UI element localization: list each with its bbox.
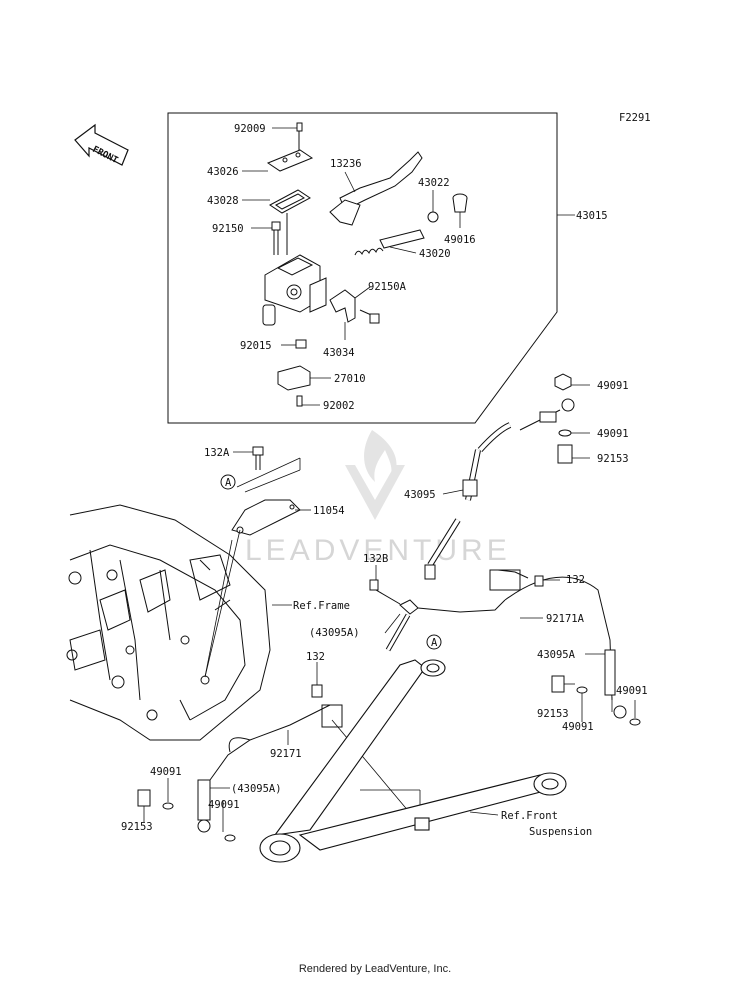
label-49016: 49016 — [444, 234, 476, 246]
label-13236: 13236 — [330, 158, 362, 170]
diagram-code: F2291 — [619, 112, 651, 124]
front-arrow-icon: FRONT — [74, 123, 129, 166]
a-arm — [259, 659, 567, 863]
label-92150: 92150 — [212, 223, 244, 235]
frame — [66, 504, 271, 741]
part-92009 — [296, 122, 303, 132]
label-43022: 43022 — [418, 177, 450, 189]
footer-credit: Rendered by LeadVenture, Inc. — [298, 963, 452, 975]
watermark-text: LEADVENTURE — [245, 534, 511, 567]
label-43034: 43034 — [323, 347, 355, 359]
label-92150A: 92150A — [368, 281, 407, 293]
leader-lines-top — [242, 127, 575, 406]
label-43020: 43020 — [419, 248, 451, 260]
part-132-left — [311, 684, 323, 698]
label-49091-f: 49091 — [208, 799, 240, 811]
label-92002: 92002 — [323, 400, 355, 412]
callouts — [220, 474, 442, 650]
part-43020 — [379, 229, 425, 249]
part-92153-left — [137, 789, 151, 807]
master-cylinder-parts — [262, 122, 468, 407]
part-92002 — [296, 395, 303, 407]
parts-bracket — [231, 446, 301, 536]
part-92153-right — [551, 675, 565, 693]
label-92153-c: 92153 — [121, 821, 153, 833]
label-43095: 43095 — [404, 489, 436, 501]
label-ref-front: Ref.Front — [501, 810, 558, 822]
watermark: LEADVENTURE — [245, 430, 511, 567]
master-cylinder-box — [167, 112, 558, 424]
label-132-b: 132 — [306, 651, 325, 663]
leader-lines-bracket — [204, 451, 311, 678]
label-43095A-b: 43095A — [537, 649, 576, 661]
part-27010 — [277, 365, 311, 391]
part-11054 — [231, 499, 301, 536]
part-labels: 92009 43026 43028 92150 92015 13236 4302… — [121, 123, 648, 838]
label-43026: 43026 — [207, 166, 239, 178]
label-43095A-a: (43095A) — [309, 627, 360, 639]
part-43026 — [266, 149, 314, 172]
label-92171A: 92171A — [546, 613, 585, 625]
callout-a-1-label: A — [225, 477, 232, 489]
part-132A — [252, 446, 264, 456]
callout-a-2-label: A — [431, 637, 438, 649]
part-132B — [369, 579, 379, 591]
label-43028: 43028 — [207, 195, 239, 207]
label-92153-b: 92153 — [537, 708, 569, 720]
label-49091-c: 49091 — [562, 721, 594, 733]
label-92153-a: 92153 — [597, 453, 629, 465]
label-11054: 11054 — [313, 505, 345, 517]
label-49091-e: 49091 — [150, 766, 182, 778]
brake-hoses — [137, 373, 641, 842]
label-132-a: 132 — [566, 574, 585, 586]
label-132B: 132B — [363, 553, 388, 565]
label-ref-frame: Ref.Frame — [293, 600, 350, 612]
label-49091-a: 49091 — [597, 380, 629, 392]
label-49091-d: 49091 — [616, 685, 648, 697]
label-43015: 43015 — [576, 210, 608, 222]
callout-a-1 — [220, 474, 236, 490]
part-43022 — [427, 211, 439, 223]
part-13236 — [339, 151, 423, 211]
label-27010: 27010 — [334, 373, 366, 385]
part-92150 — [271, 221, 281, 231]
label-132A: 132A — [204, 447, 230, 459]
label-92009: 92009 — [234, 123, 266, 135]
part-132-right — [534, 575, 544, 587]
part-43034 — [329, 289, 356, 323]
label-49091-b: 49091 — [597, 428, 629, 440]
label-43095A-c: (43095A) — [231, 783, 282, 795]
callout-a-2 — [426, 634, 442, 650]
label-92171: 92171 — [270, 748, 302, 760]
label-suspension: Suspension — [529, 826, 592, 838]
part-92015 — [295, 339, 307, 349]
label-92015: 92015 — [240, 340, 272, 352]
